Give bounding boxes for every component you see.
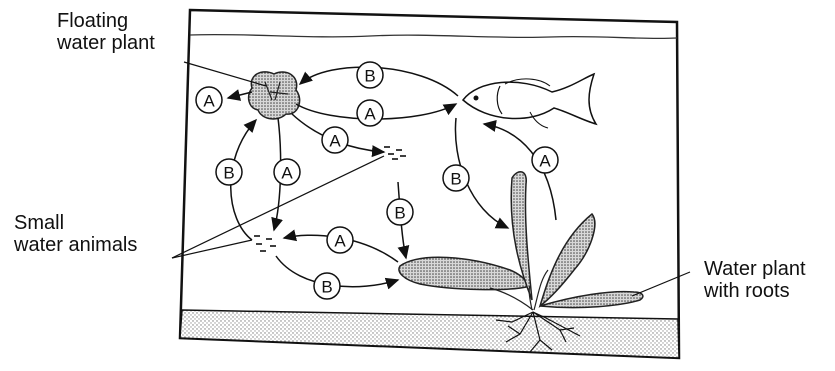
circle-marker-b: B xyxy=(443,165,469,191)
circle-marker-a: A xyxy=(327,227,353,253)
circle-marker-b: B xyxy=(314,273,340,299)
circle-letter: A xyxy=(364,105,376,124)
label-small-animals-line1: Small xyxy=(14,212,137,234)
circle-marker-a: A xyxy=(196,87,222,113)
circle-marker-b: B xyxy=(387,199,413,225)
circle-letter: A xyxy=(281,164,293,183)
circle-marker-a: A xyxy=(532,147,558,173)
circle-letter: A xyxy=(334,232,346,251)
label-small-animals: Small water animals xyxy=(14,212,137,256)
label-rooted-plant: Water plant with roots xyxy=(704,258,806,302)
circle-letter: B xyxy=(321,278,332,297)
label-floating-plant-line2: water plant xyxy=(57,32,155,54)
circle-letter: B xyxy=(394,204,405,223)
circle-marker-a: A xyxy=(274,159,300,185)
label-floating-plant: Floating water plant xyxy=(57,10,155,54)
circle-marker-b: B xyxy=(357,62,383,88)
circle-letter: B xyxy=(223,164,234,183)
circle-marker-b: B xyxy=(216,159,242,185)
label-rooted-plant-line1: Water plant xyxy=(704,258,806,280)
circle-marker-a: A xyxy=(322,127,348,153)
tank-bottom-sand xyxy=(180,310,679,358)
circle-letter: A xyxy=(539,152,551,171)
label-floating-plant-line1: Floating xyxy=(57,10,155,32)
circle-letter: A xyxy=(203,92,215,111)
circle-letter: B xyxy=(450,170,461,189)
label-rooted-plant-line2: with roots xyxy=(704,280,806,302)
circle-marker-a: A xyxy=(357,100,383,126)
circle-letter: A xyxy=(329,132,341,151)
label-small-animals-line2: water animals xyxy=(14,234,137,256)
circle-letter: B xyxy=(364,67,375,86)
